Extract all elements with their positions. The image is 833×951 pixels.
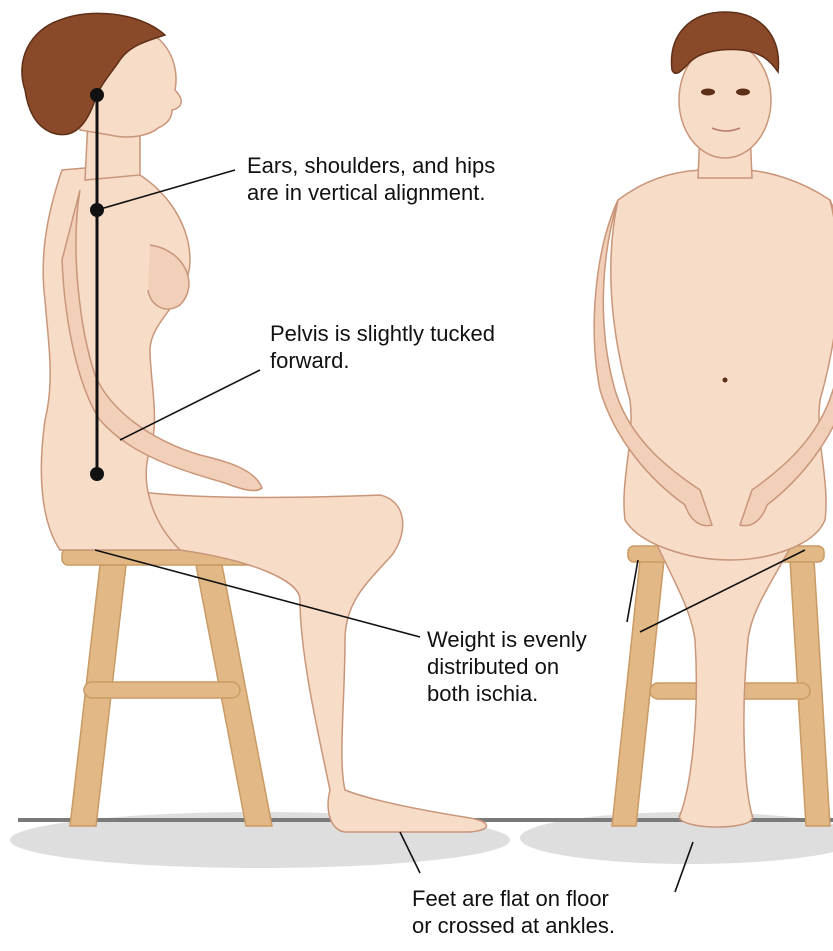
side-figure-torso bbox=[41, 165, 190, 550]
label-weight-line-3: both ischia. bbox=[427, 680, 587, 707]
label-alignment-line-1: Ears, shoulders, and hips bbox=[247, 152, 495, 179]
ear-dot bbox=[90, 88, 104, 102]
front-figure-eye-right bbox=[736, 89, 750, 96]
label-weight: Weight is evenly distributed on both isc… bbox=[427, 626, 587, 707]
hip-dot bbox=[90, 467, 104, 481]
left-stool bbox=[62, 549, 272, 826]
label-weight-line-2: distributed on bbox=[427, 653, 587, 680]
label-alignment-line-2: are in vertical alignment. bbox=[247, 179, 495, 206]
label-feet: Feet are flat on floor or crossed at ank… bbox=[412, 885, 615, 939]
label-pelvis-line-2: forward. bbox=[270, 347, 495, 374]
label-weight-line-1: Weight is evenly bbox=[427, 626, 587, 653]
label-feet-line-2: or crossed at ankles. bbox=[412, 912, 615, 939]
front-figure-eye-left bbox=[701, 89, 715, 96]
left-stool-rung bbox=[84, 682, 240, 698]
label-feet-line-1: Feet are flat on floor bbox=[412, 885, 615, 912]
label-alignment: Ears, shoulders, and hips are in vertica… bbox=[247, 152, 495, 206]
front-figure-torso bbox=[611, 170, 833, 560]
label-pelvis-line-1: Pelvis is slightly tucked bbox=[270, 320, 495, 347]
label-pelvis: Pelvis is slightly tucked forward. bbox=[270, 320, 495, 374]
front-figure-navel bbox=[723, 378, 728, 383]
